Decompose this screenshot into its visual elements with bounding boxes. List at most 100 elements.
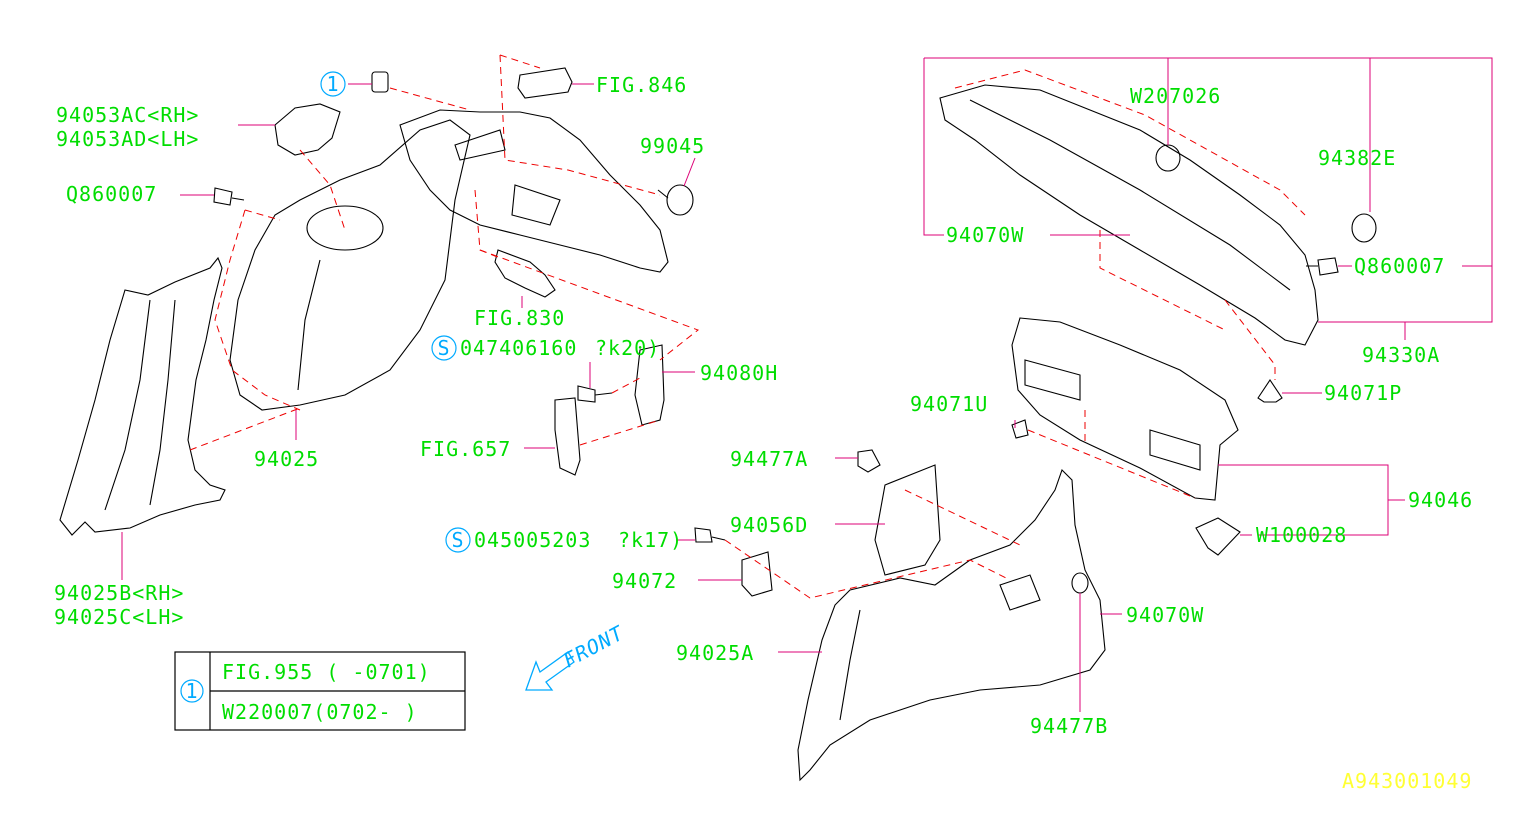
align-line: [1224, 299, 1276, 380]
label-94080h: 94080H: [700, 361, 778, 385]
sill-plate-94046-vent2: [1149, 429, 1201, 471]
label-94071u: 94071U: [910, 392, 988, 416]
bolt-045005203: [694, 527, 726, 543]
side-trim-94025a-ridge: [839, 609, 861, 721]
align-line: [1099, 230, 1226, 331]
rear-skirt-94330a-edge: [969, 99, 1291, 291]
legend-row-2: W220007(0702- ): [222, 700, 418, 724]
screw-q860007-left: [213, 187, 245, 206]
label-94025b: 94025B<RH>: [54, 581, 184, 605]
legend-table: 1 FIG.955 ( -0701) W220007(0702- ): [174, 651, 466, 731]
leader-line: [683, 157, 696, 187]
side-trim-94025a: [797, 468, 1106, 782]
clip-94477a: [857, 449, 881, 473]
align-line: [214, 209, 301, 411]
label-94053ac: 94053AC<RH>: [56, 103, 199, 127]
part-labels: 94053AC<RH> 94053AD<LH> FIG.846 99045 Q8…: [54, 73, 1473, 738]
callout-s-text: S: [437, 336, 450, 360]
trim-panel-94025b: [59, 256, 226, 536]
align-line: [904, 489, 1021, 546]
alignment-lines: [189, 54, 1306, 599]
trim-panel-94025b-ridge: [104, 299, 151, 511]
align-line: [499, 54, 541, 69]
label-045005203-suffix: ?k17): [618, 528, 683, 552]
grommet-part: [371, 71, 389, 93]
rear-skirt-94330a: [939, 84, 1319, 346]
label-fig830[interactable]: FIG.830: [474, 306, 565, 330]
legend-row-1[interactable]: FIG.955 ( -0701): [222, 660, 431, 684]
label-94477a: 94477A: [730, 447, 808, 471]
label-94056d: 94056D: [730, 513, 808, 537]
label-94053ad: 94053AD<LH>: [56, 127, 199, 151]
label-94070w-bottom: 94070W: [1126, 603, 1204, 627]
screw-q860007-right: [1306, 257, 1339, 276]
lamp-socket-fig846: [517, 67, 573, 99]
label-94025: 94025: [254, 447, 319, 471]
cover-94056d: [874, 464, 941, 576]
align-line: [579, 419, 661, 446]
clip-99045: [666, 184, 694, 216]
socket-fig830: [494, 249, 556, 298]
align-line: [299, 149, 346, 231]
label-94046: 94046: [1408, 488, 1473, 512]
side-trim-94025a-recess: [999, 574, 1041, 611]
label-94070w-top: 94070W: [946, 223, 1024, 247]
leader-lines: [121, 57, 1493, 712]
label-94072: 94072: [612, 569, 677, 593]
clip-w207026: [1155, 144, 1181, 172]
label-047406160-suffix: ?k20): [595, 336, 660, 360]
wheel-house-94025-ridge: [297, 259, 321, 391]
leader-line: [923, 58, 944, 236]
callout-s-marker-lower: S: [445, 527, 471, 553]
bracket-94072: [741, 551, 773, 597]
align-line: [611, 377, 641, 394]
wheel-house-94025-opening: [306, 205, 384, 251]
label-94477b: 94477B: [1030, 714, 1108, 738]
label-q860007-right: Q860007: [1354, 254, 1445, 278]
label-fig657[interactable]: FIG.657: [420, 437, 511, 461]
bolt-047406160: [577, 385, 613, 403]
clip-94382e: [1351, 213, 1377, 243]
label-w207026: W207026: [1130, 84, 1221, 108]
sill-plate-94046: [1011, 317, 1239, 501]
label-047406160: 047406160: [460, 336, 577, 360]
label-94071p: 94071P: [1324, 381, 1402, 405]
callout-1-marker: 1: [320, 71, 346, 97]
legend-callout-text: 1: [185, 679, 198, 703]
align-line: [244, 209, 281, 221]
clip-94071u: [1011, 419, 1029, 439]
label-94330a: 94330A: [1362, 343, 1440, 367]
label-fig846[interactable]: FIG.846: [596, 73, 687, 97]
front-direction-indicator: FRONT: [525, 620, 629, 691]
lid-94053ac: [274, 103, 341, 156]
clip-94477b: [1071, 572, 1089, 594]
align-line: [954, 69, 1306, 216]
diagram-code: A943001049: [1342, 769, 1472, 793]
front-arrow-icon: [525, 651, 575, 691]
align-line: [389, 87, 471, 111]
front-label: FRONT: [559, 620, 629, 672]
clip-99045-stem: [657, 189, 669, 199]
upper-quarter-trim-slot: [454, 129, 506, 161]
trim-panel-94025b-ridge2: [149, 299, 176, 506]
align-line: [724, 539, 1011, 599]
align-line: [479, 249, 700, 361]
callout-s-text: S: [451, 528, 464, 552]
bracket-94080h: [634, 344, 665, 426]
callout-1-text: 1: [326, 72, 339, 96]
clip-w100028: [1195, 517, 1241, 556]
align-line: [499, 54, 661, 196]
clip-94071p: [1257, 379, 1283, 403]
align-line: [189, 407, 301, 451]
align-line: [1027, 429, 1196, 499]
upper-quarter-trim: [399, 109, 669, 273]
wheel-house-94025: [229, 119, 471, 411]
legend-callout-marker: [180, 679, 204, 703]
label-94025a: 94025A: [676, 641, 754, 665]
label-045005203: 045005203: [474, 528, 591, 552]
upper-quarter-trim-window: [511, 184, 561, 226]
label-99045: 99045: [640, 134, 705, 158]
bracket-fig657: [554, 397, 581, 476]
callout-s-marker-upper: S: [431, 335, 457, 361]
